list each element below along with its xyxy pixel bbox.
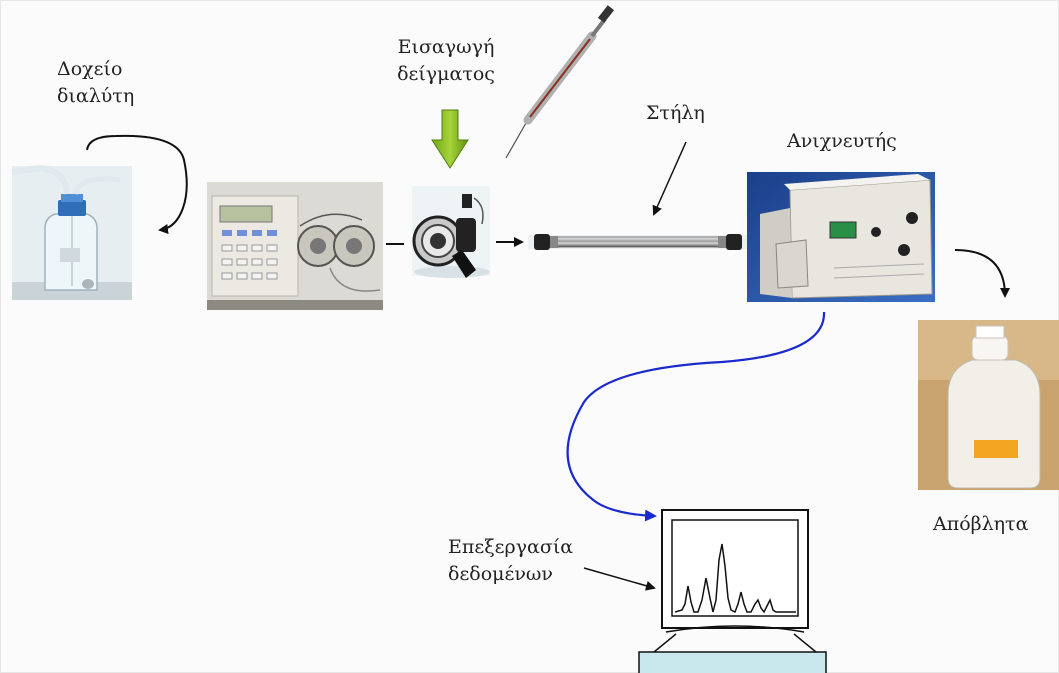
waste-container-image xyxy=(918,320,1059,490)
solvent-bottle-image xyxy=(11,164,132,300)
column-label-pointer xyxy=(652,141,687,216)
pump-image xyxy=(207,182,383,310)
computer-monitor xyxy=(653,509,817,653)
solvent-reservoir-label: Δοχείο διαλύτη xyxy=(57,56,134,110)
processing-label-line2: δεδομένων xyxy=(448,563,553,585)
syringe-image xyxy=(505,5,615,159)
computer-keyboard-base xyxy=(638,651,827,673)
data-signal-cable xyxy=(566,311,826,522)
column-label: Στήλη xyxy=(646,102,705,124)
solvent-flow-arrow xyxy=(86,134,188,234)
column-image xyxy=(528,234,748,250)
processing-label-line1: Επεξεργασία xyxy=(448,536,574,558)
data-processing-label: Επεξεργασία δεδομένων xyxy=(448,534,573,588)
detector-label: Ανιχνευτής xyxy=(787,130,897,152)
waste-label: Απόβλητα xyxy=(933,513,1029,535)
processing-label-pointer xyxy=(583,567,656,591)
detector-image xyxy=(747,172,935,302)
solvent-label-line1: Δοχείο xyxy=(57,58,123,80)
injection-label-line1: Εισαγωγή xyxy=(397,36,495,58)
injection-label-line2: δείγματος xyxy=(397,63,495,85)
injector-valve-image xyxy=(412,186,490,278)
sample-injection-label: Εισαγωγή δείγματος xyxy=(386,34,506,88)
chromatogram-trace xyxy=(674,543,796,614)
sample-injection-arrow xyxy=(431,109,469,169)
detector-to-waste-arrow xyxy=(954,249,1010,298)
solvent-label-line2: διαλύτη xyxy=(57,85,135,107)
